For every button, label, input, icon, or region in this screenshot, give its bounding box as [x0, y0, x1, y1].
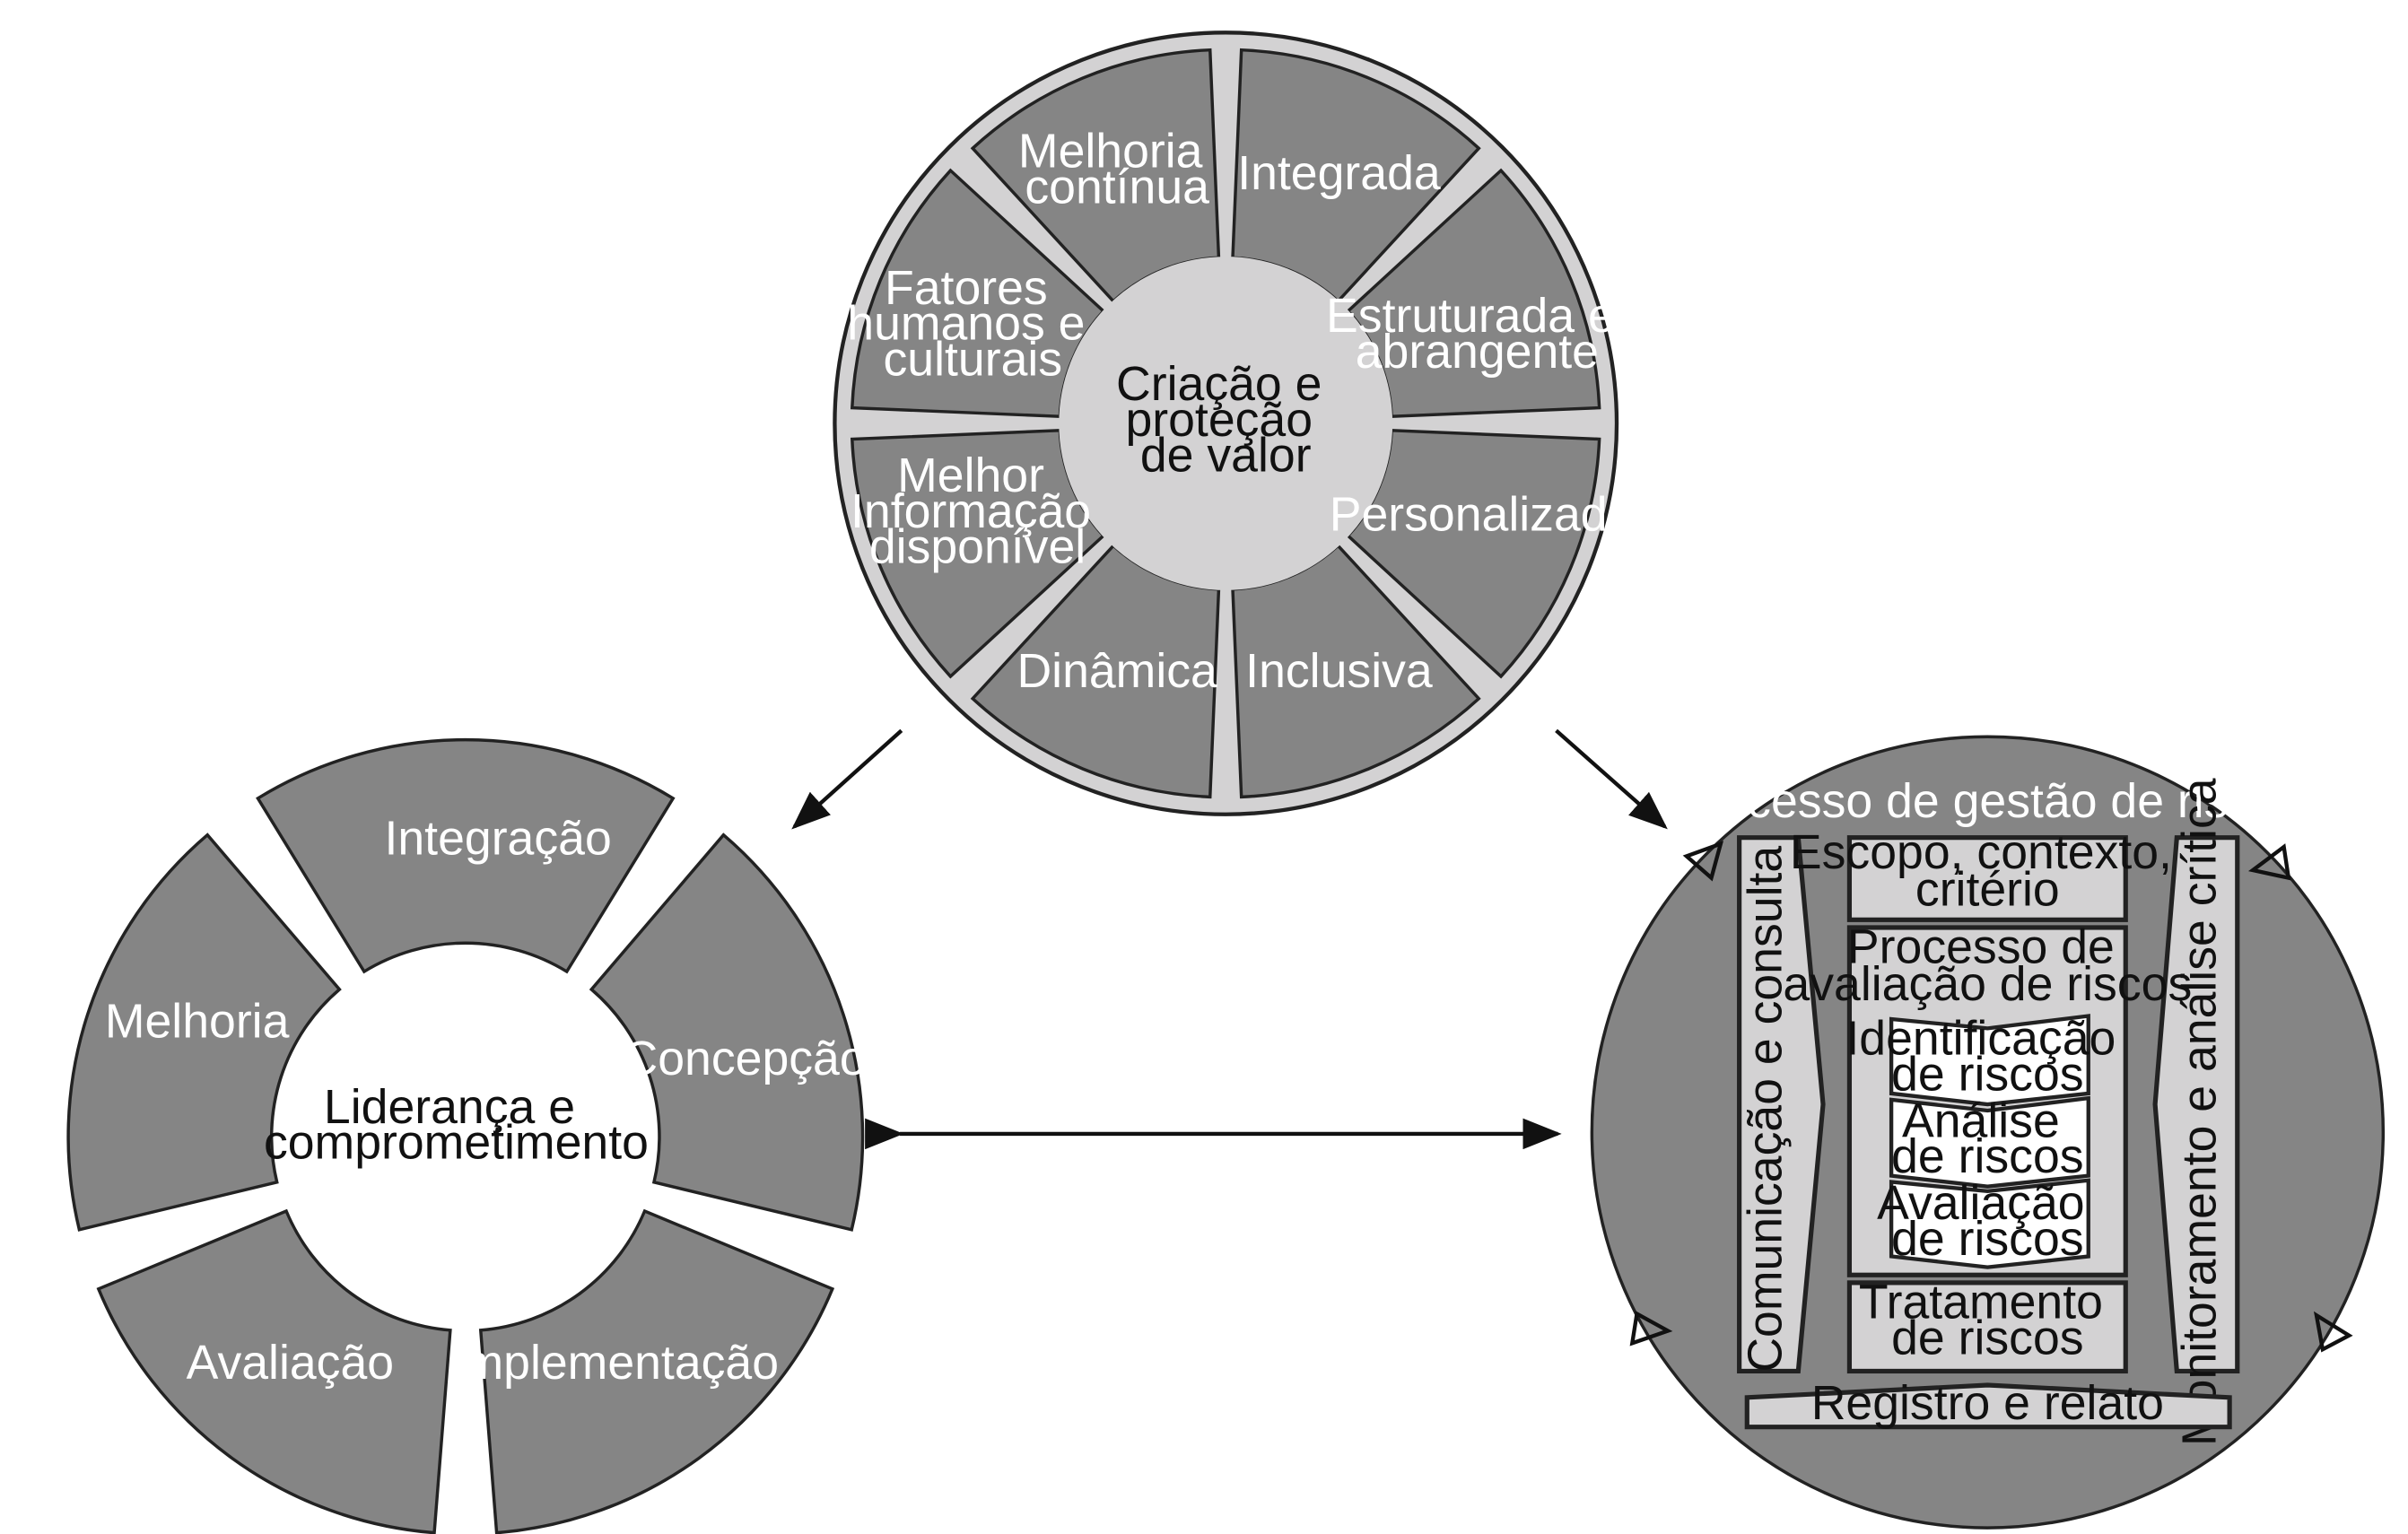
principle-dinamica-label: Dinâmica: [1016, 644, 1217, 698]
principles-wheel: Criação e proteção de valor Melhoria con…: [833, 31, 1635, 816]
record-label: Registro e relato: [1811, 1376, 2164, 1430]
cycle-arrow-icon: [1629, 1311, 1673, 1347]
communication-bar: [1737, 835, 1826, 1374]
principle-inclusiva-label: Inclusiva: [1245, 644, 1433, 698]
framework-implementacao-label: Implementação: [450, 1336, 779, 1390]
cycle-arrow-icon: [2313, 1311, 2353, 1353]
framework-integracao-label: Integração: [384, 812, 611, 866]
framework-concepcao-label: Concepção: [624, 1032, 867, 1085]
framework-center-label: Liderança e comprometimento: [264, 1080, 649, 1170]
treatment-box: [1846, 1280, 2128, 1374]
process-circle: Processo de gestão de riscos Comunicação…: [1590, 735, 2386, 1530]
scope-label: Escopo, contexto, critério: [1790, 825, 2186, 916]
principle-personalizada-label: Personalizada: [1330, 487, 1635, 541]
monitoring-bar: [2152, 835, 2240, 1374]
framework-segment-melhoria: [66, 832, 342, 1232]
framework-segment-avaliacao: [96, 1208, 452, 1534]
step-analise-label: Análise de riscos: [1891, 1094, 2083, 1183]
framework-segment-concepcao: [589, 832, 865, 1232]
cycle-arrow-icon: [2247, 843, 2291, 881]
step-analise-box: [1889, 1095, 2090, 1189]
framework-segment-integracao: [256, 737, 676, 974]
principle-estruturada-label: Estruturada e abrangente: [1326, 289, 1628, 379]
step-avaliacao-label: Avaliação de riscos: [1877, 1176, 2098, 1266]
process-title: Processo de gestão de riscos: [1672, 774, 2303, 828]
step-avaliacao-box: [1889, 1178, 2090, 1269]
framework-melhoria-label: Melhoria: [105, 995, 290, 1049]
principle-melhor-informacao-label: Melhor Informação disponível: [851, 449, 1104, 574]
communication-bar-label: Comunicação e consulta: [1738, 846, 1792, 1373]
principle-fatores-humanos-label: Fatores humanos e culturais: [847, 261, 1098, 387]
treatment-label: Tratamento de riscos: [1859, 1276, 2116, 1365]
monitoring-bar-label: Monitoramento e análise crítica: [2173, 778, 2227, 1446]
principles-center-label: Criação e proteção de valor: [1116, 357, 1335, 483]
scope-box: [1846, 835, 2128, 922]
principle-integrada-label: Integrada: [1237, 146, 1441, 200]
step-identificacao-label: Identificação de riscos: [1845, 1012, 2129, 1102]
record-bar: [1744, 1382, 2232, 1430]
principles-center-circle: [1059, 257, 1393, 590]
step-identificacao-box: [1889, 1014, 2090, 1107]
principle-melhoria-continua-label: Melhoria contínua: [1018, 125, 1216, 214]
framework-wheel: Liderança e comprometimento Integração C…: [66, 737, 867, 1534]
framework-segment-implementacao: [478, 1208, 835, 1534]
cycle-arrow-icon: [1682, 841, 1724, 882]
framework-avaliacao-label: Avaliação: [187, 1336, 394, 1390]
arrow-principles-to-process: [1555, 728, 1668, 830]
assessment-label: Processo de avaliação de riscos: [1783, 920, 2192, 1011]
arrow-principles-to-framework: [791, 728, 903, 830]
